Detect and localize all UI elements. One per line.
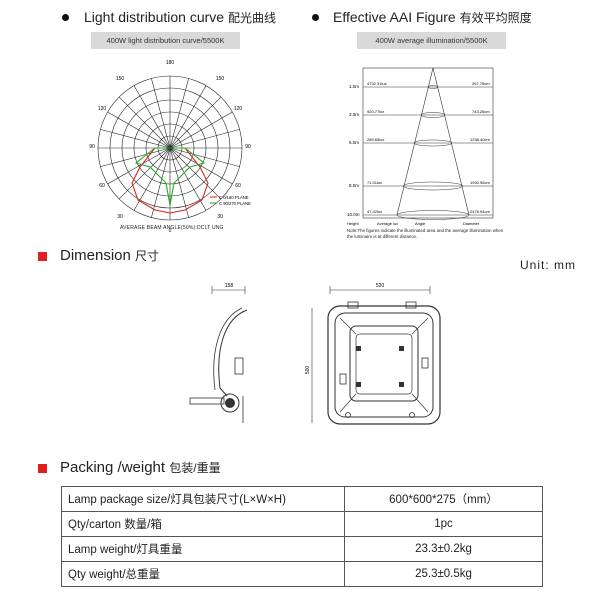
polar-spoke <box>133 85 171 149</box>
aai-title: Effective AAI Figure 有效平均照度 <box>333 9 532 25</box>
row-value: 600*600*275（mm） <box>344 486 543 512</box>
aai-lux-1: 4732.31lux <box>367 81 387 86</box>
aai-note: Note:The figures indicate the illuminate… <box>347 228 504 239</box>
polar-spoke <box>169 147 189 218</box>
light-curve-title: Light distribution curve 配光曲线 <box>84 9 276 25</box>
aai-dia-4: 1930.96cm <box>470 180 490 185</box>
polar-spoke <box>169 147 222 200</box>
polar-label-ml: 120 <box>98 106 107 112</box>
aai-row-4: 8.0m <box>349 183 359 188</box>
polar-label-left: 90 <box>89 144 95 150</box>
polar-spoke <box>107 147 171 185</box>
aai-caption: 400W average illumination/5500K <box>357 32 506 49</box>
aai-head-avg: Average lux <box>377 221 398 226</box>
table-row: Lamp package size/灯具包装尺寸(L×W×H) 600*600*… <box>61 486 543 512</box>
polar-spoke <box>133 147 171 211</box>
aai-lux-5: 47.42lux <box>367 209 382 214</box>
polar-label-ul: 150 <box>116 76 125 82</box>
polar-label-br: 30 <box>217 214 223 220</box>
row-label: Qty/carton 数量/箱 <box>61 511 345 537</box>
unit-label: Unit: mm <box>520 258 576 272</box>
aai-head-height: Height <box>347 221 359 226</box>
bullet-dot <box>312 14 319 21</box>
polar-spoke <box>100 147 171 167</box>
aai-lux-2: 920.77lux <box>367 109 384 114</box>
aai-dia-2: 743.26cm <box>472 109 490 114</box>
red-square-marker <box>38 464 47 473</box>
polar-spoke <box>107 111 171 149</box>
row-value: 25.3±0.5kg <box>344 561 543 587</box>
aai-lux-4: 71.41lux <box>367 180 382 185</box>
polar-spoke <box>151 78 171 149</box>
legend-c0: C 0/180 PLANE <box>219 195 249 200</box>
polar-label-right: 90 <box>245 144 251 150</box>
aai-dia-5: 2476.94cm <box>470 209 490 214</box>
polar-label-mr: 120 <box>234 106 243 112</box>
aai-row-3: 5.0m <box>349 140 359 145</box>
packing-table: Lamp package size/灯具包装尺寸(L×W×H) 600*600*… <box>61 486 543 587</box>
packing-title: Packing /weight 包装/重量 <box>60 459 221 476</box>
polar-spoke <box>169 147 233 185</box>
table-row: Qty weight/总重量 25.3±0.5kg <box>61 561 543 587</box>
aai-dia-1: 267.76cm <box>472 81 490 86</box>
polar-spoke <box>100 129 171 149</box>
polar-label-ur: 150 <box>216 76 225 82</box>
polar-spoke <box>169 129 240 149</box>
polar-spoke <box>169 111 233 149</box>
aai-lux-3: 289.65lux <box>367 137 384 142</box>
dim-side-value: 158 <box>225 283 234 289</box>
polar-spoke <box>151 147 171 218</box>
aai-dia-3: 1238.40cm <box>470 137 490 142</box>
aai-row-2: 3.0m <box>349 112 359 117</box>
table-row: Lamp weight/灯具重量 23.3±0.2kg <box>61 536 543 562</box>
dim-height-value: 500 <box>305 366 311 375</box>
table-row: Qty/carton 数量/箱 1pc <box>61 511 543 537</box>
polar-label-lr: 60 <box>235 183 241 189</box>
polar-bottom-label: AVERAGE BEAM ANGLE(50%):DCLT UNG <box>120 225 224 231</box>
polar-spoke <box>118 96 171 149</box>
polar-spoke <box>169 85 207 149</box>
side-view-drawing: 158 <box>189 283 248 423</box>
polar-spoke <box>118 147 171 200</box>
dimension-title: Dimension 尺寸 <box>60 247 160 264</box>
polar-label-bl: 30 <box>117 214 123 220</box>
dim-width-value: 520 <box>376 283 385 289</box>
aai-head-angle: Angle <box>415 221 426 226</box>
curve-c0-plane <box>131 147 209 214</box>
bullet-dot <box>62 14 69 21</box>
aai-row-5: 10.0m <box>347 212 360 217</box>
polar-label-ll: 60 <box>99 183 105 189</box>
polar-spoke <box>169 78 189 149</box>
aai-figure: 1.0m 3.0m 5.0m 8.0m 10.0m 4732.31lux 920… <box>347 67 494 226</box>
polar-spoke <box>169 96 222 149</box>
polar-spoke <box>169 147 240 167</box>
light-curve-caption: 400W light distribution curve/5500K <box>91 32 240 49</box>
aai-rows <box>363 85 493 220</box>
legend-c90: C 90/270 PLANE <box>219 201 251 206</box>
polar-spoke <box>169 147 207 211</box>
row-label: Qty weight/总重量 <box>61 561 345 587</box>
polar-light-curve: 180 90 90 150 150 120 120 60 60 30 30 0 … <box>89 60 251 234</box>
aai-row-1: 1.0m <box>349 84 359 89</box>
front-view-drawing: 520 500 <box>305 283 441 425</box>
red-square-marker <box>38 252 47 261</box>
row-value: 23.3±0.2kg <box>344 536 543 562</box>
polar-label-top: 180 <box>166 60 175 66</box>
polar-label-bottom: 0 <box>169 228 172 234</box>
curve-c90-plane <box>134 147 206 206</box>
row-value: 1pc <box>344 511 543 537</box>
polar-grid <box>97 75 243 221</box>
row-label: Lamp weight/灯具重量 <box>61 536 345 562</box>
row-label: Lamp package size/灯具包装尺寸(L×W×H) <box>61 486 345 512</box>
aai-head-dia: Diameter <box>463 221 480 226</box>
